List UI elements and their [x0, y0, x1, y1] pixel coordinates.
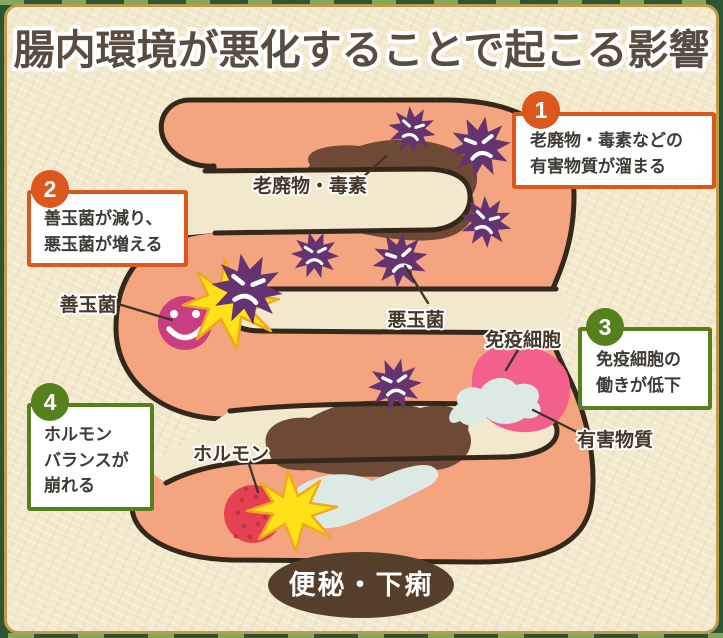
starburst-icon [245, 469, 339, 553]
label-immune-cell: 免疫細胞 [485, 328, 561, 351]
callout-4-line: ホルモン [44, 425, 112, 444]
pointer-line-hormone [247, 462, 260, 494]
callout-2-line: 悪玉菌が増える [44, 234, 163, 254]
callout-4-line: 崩れる [44, 476, 95, 495]
inner-gap-bottom-outline [163, 400, 560, 486]
callout-1: 1 老廃物・毒素などの 有害物質が溜まる [512, 91, 716, 189]
pointer-line-waste [358, 154, 388, 182]
harmful-substance-blob-bottom [291, 464, 439, 529]
callout-4: 4 ホルモン バランスが 崩れる [27, 383, 154, 511]
pointer-line-immune-cell [504, 348, 520, 372]
label-bad-bacteria: 悪玉菌 [387, 308, 444, 331]
inner-gap-top-fill [178, 169, 471, 236]
callout-1-number-badge: 1 [522, 91, 560, 129]
callout-4-line: バランスが [44, 450, 129, 470]
callout-2-line: 善玉菌が減り、 [44, 209, 163, 228]
callout-3-line: 働きが低下 [596, 375, 681, 395]
inner-gap-middle-fill [225, 289, 566, 333]
label-hormone: ホルモン [193, 444, 269, 465]
page-title: 腸内環境が悪化することで起こる影響 [13, 27, 710, 73]
callout-2-number-badge: 2 [31, 170, 69, 208]
pointer-line-good-bacteria [116, 302, 174, 322]
callout-1-line: 老廃物・毒素などの [530, 131, 683, 150]
callout-3-number-badge: 3 [586, 308, 624, 346]
constipation-diarrhea-badge: 便秘・下痢 [268, 552, 454, 618]
badge-text: 便秘・下痢 [289, 569, 434, 600]
pointer-line-harmful-substance [531, 408, 579, 434]
callout-3: 3 免疫細胞の 働きが低下 [578, 308, 712, 410]
label-harmful-substance: 有害物質 [577, 428, 653, 451]
callout-2: 2 善玉菌が減り、 悪玉菌が増える [27, 170, 188, 267]
label-good-bacteria: 善玉菌 [59, 293, 116, 316]
inner-gap-top-outline [202, 166, 473, 236]
callout-4-number-badge: 4 [31, 383, 69, 421]
pointer-line-bad-bacteria [403, 264, 430, 305]
harmful-substance-blob-right [449, 377, 541, 426]
callout-1-line: 有害物質が溜まる [530, 156, 666, 176]
label-waste: 老廃物・毒素 [253, 174, 367, 197]
callout-3-line: 免疫細胞の [596, 350, 681, 369]
pointer-lines [116, 154, 579, 494]
